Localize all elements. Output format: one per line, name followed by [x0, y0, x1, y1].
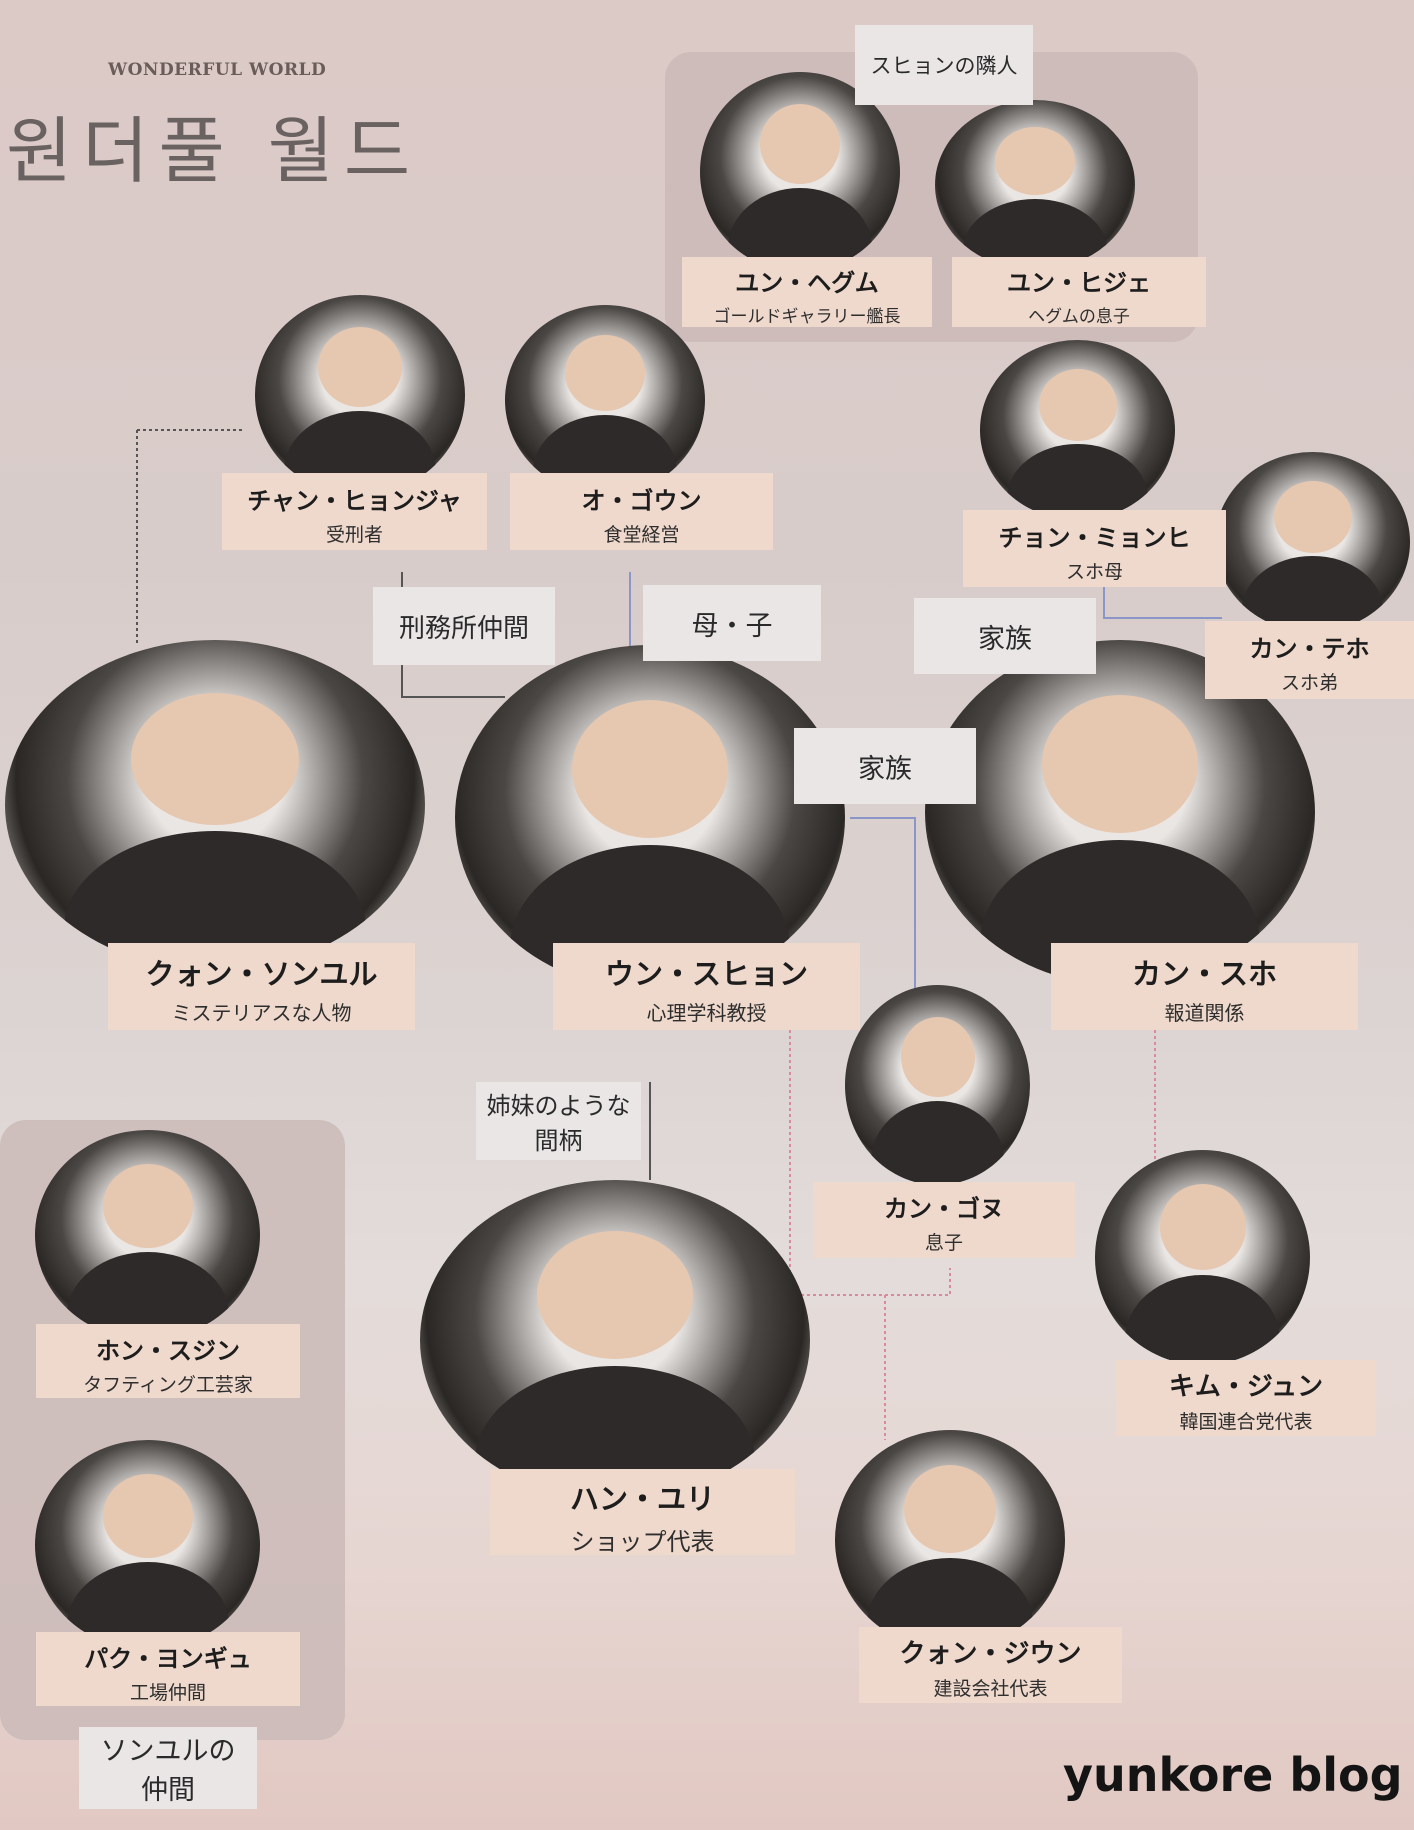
name-jun: キム・ジュン	[1168, 1372, 1324, 1402]
portrait-jiun	[835, 1430, 1065, 1650]
namecard-gonu: カン・ゴヌ 息子	[813, 1182, 1075, 1258]
line-son-left	[789, 1030, 951, 1296]
portrait-sujin	[35, 1130, 260, 1340]
namecard-suho: カン・スホ 報道関係	[1051, 943, 1358, 1030]
name-hyonja: チャン・ヒョンジャ	[247, 487, 462, 515]
role-yuri: ショップ代表	[570, 1528, 715, 1556]
label-sisters-line2: 間柄	[534, 1127, 583, 1155]
portrait-hyonja	[255, 295, 465, 495]
label-sisters-line1: 姉妹のような	[486, 1092, 631, 1120]
role-myonhi: スホ母	[1065, 561, 1123, 583]
namecard-jun: キム・ジュン 韓国連合党代表	[1116, 1360, 1376, 1436]
namecard-jiun: クォン・ジウン 建設会社代表	[859, 1627, 1122, 1703]
namecard-suhyon: ウン・スヒョン 心理学科教授	[553, 943, 860, 1030]
namecard-hyonja: チャン・ヒョンジャ 受刑者	[222, 473, 487, 550]
label-friends-line2: 仲間	[141, 1775, 195, 1806]
portrait-jun	[1095, 1150, 1310, 1365]
role-gonu: 息子	[924, 1232, 963, 1254]
namecard-hyegum: ユン・ヘグム ゴールドギャラリー艦長	[682, 257, 932, 327]
name-hyegum: ユン・ヘグム	[735, 269, 879, 297]
namecard-sujin: ホン・スジン タフティング工芸家	[36, 1324, 300, 1398]
label-mother-child: 母・子	[643, 585, 821, 661]
role-jun: 韓国連合党代表	[1179, 1411, 1313, 1433]
role-hyonja: 受刑者	[325, 524, 383, 546]
label-friends-line1: ソンユルの	[100, 1736, 236, 1767]
name-myonhi: チョン・ミョンヒ	[998, 524, 1191, 552]
namecard-teho: カン・テホ スホ弟	[1205, 621, 1414, 699]
role-suhyon: 心理学科教授	[646, 1001, 767, 1025]
portrait-gowun	[505, 305, 705, 495]
namecard-yongyu: パク・ヨンギュ 工場仲間	[36, 1632, 300, 1706]
namecard-yuri: ハン・ユリ ショップ代表	[490, 1469, 795, 1556]
portrait-yongyu	[35, 1440, 260, 1650]
label-sisters: 姉妹のような 間柄	[476, 1082, 641, 1160]
label-family-mid: 家族	[794, 728, 976, 804]
portrait-teho	[1215, 452, 1410, 632]
name-teho: カン・テホ	[1249, 635, 1370, 663]
label-family-top: 家族	[914, 598, 1096, 674]
line-family-mid	[850, 817, 916, 995]
name-sonyul: クォン・ソンユル	[145, 957, 378, 991]
name-hije: ユン・ヒジェ	[1007, 269, 1151, 297]
namecard-hije: ユン・ヒジェ ヘグムの息子	[952, 257, 1206, 327]
blog-watermark: yunkore blog	[1063, 1748, 1403, 1802]
portrait-yuri	[420, 1180, 810, 1500]
namecard-myonhi: チョン・ミョンヒ スホ母	[963, 510, 1226, 587]
role-hije: ヘグムの息子	[1028, 307, 1130, 327]
name-suhyon: ウン・スヒョン	[604, 957, 808, 991]
label-friends: ソンユルの 仲間	[79, 1727, 257, 1809]
name-suho: カン・スホ	[1131, 957, 1277, 991]
label-neighbors: スヒョンの隣人	[855, 25, 1033, 105]
role-sonyul: ミステリアスな人物	[171, 1001, 352, 1025]
label-prison: 刑務所仲間	[373, 587, 555, 665]
portrait-sonyul	[5, 640, 425, 970]
name-gonu: カン・ゴヌ	[884, 1195, 1004, 1223]
name-yuri: ハン・ユリ	[569, 1482, 715, 1516]
name-jiun: クォン・ジウン	[899, 1639, 1082, 1669]
logo-english: WONDERFUL WORLD	[108, 60, 327, 80]
role-yongyu: 工場仲間	[129, 1682, 206, 1704]
role-gowun: 食堂経営	[603, 524, 680, 546]
portrait-suhyon	[455, 645, 845, 990]
line-family-top	[1103, 585, 1222, 619]
name-sujin: ホン・スジン	[96, 1337, 240, 1365]
logo-korean: 원더풀 월드	[6, 109, 421, 193]
portrait-gonu	[845, 985, 1030, 1185]
role-hyegum: ゴールドギャラリー艦長	[713, 307, 901, 327]
name-yongyu: パク・ヨンギュ	[84, 1645, 252, 1673]
role-suho: 報道関係	[1164, 1001, 1245, 1025]
namecard-gowun: オ・ゴウン 食堂経営	[510, 473, 773, 550]
role-jiun: 建設会社代表	[933, 1678, 1048, 1700]
role-sujin: タフティング工芸家	[83, 1374, 253, 1396]
role-teho: スホ弟	[1280, 672, 1338, 694]
namecard-sonyul: クォン・ソンユル ミステリアスな人物	[108, 943, 415, 1030]
portrait-hije	[935, 100, 1135, 270]
name-gowun: オ・ゴウン	[581, 487, 702, 515]
portrait-myonhi	[980, 340, 1175, 520]
